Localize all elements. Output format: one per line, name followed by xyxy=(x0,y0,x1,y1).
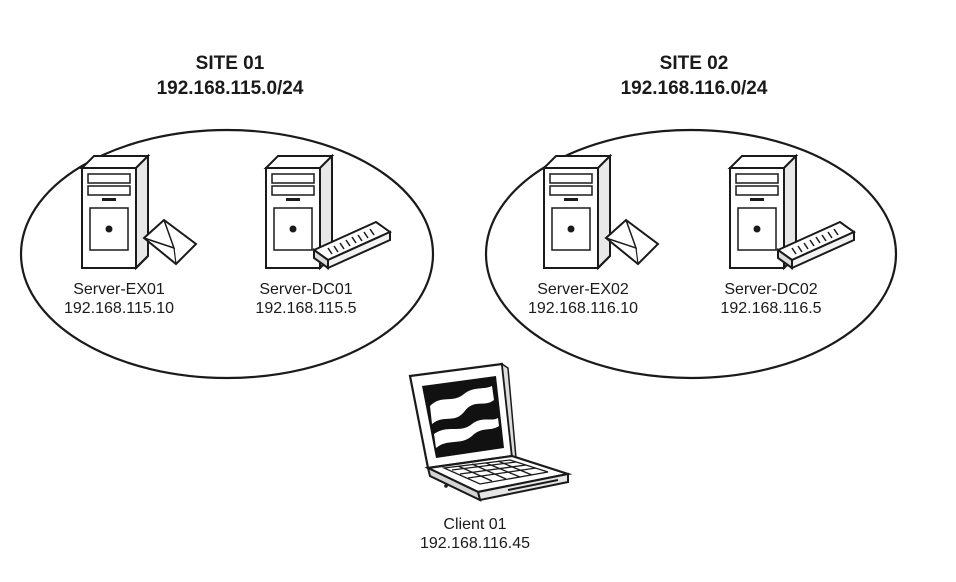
server-ex02-name: Server-EX02 xyxy=(537,281,629,298)
client-name: Client 01 xyxy=(443,516,507,533)
client-ip: 192.168.116.45 xyxy=(419,535,531,552)
site-02-boundary xyxy=(484,128,898,380)
site-01-title: SITE 01 xyxy=(195,53,265,74)
server-ex01-name: Server-EX01 xyxy=(73,281,165,298)
site-02-title: SITE 02 xyxy=(659,53,729,74)
server-dc01-ip: 192.168.115.5 xyxy=(255,300,357,317)
envelope-icon xyxy=(143,219,197,265)
server-ex01-ip: 192.168.115.10 xyxy=(63,300,175,317)
server-ex02-icon xyxy=(543,155,611,269)
site-02-subnet: 192.168.116.0/24 xyxy=(620,78,768,99)
server-ex02-ip: 192.168.116.10 xyxy=(527,300,639,317)
site-01-boundary xyxy=(19,128,435,380)
server-dc02-name: Server-DC02 xyxy=(724,281,818,298)
laptop-icon xyxy=(408,362,573,502)
envelope-icon xyxy=(605,219,659,265)
site-01-subnet: 192.168.115.0/24 xyxy=(156,78,304,99)
server-dc02-ip: 192.168.116.5 xyxy=(720,300,822,317)
server-dc01-name: Server-DC01 xyxy=(259,281,353,298)
server-ex01-icon xyxy=(81,155,149,269)
